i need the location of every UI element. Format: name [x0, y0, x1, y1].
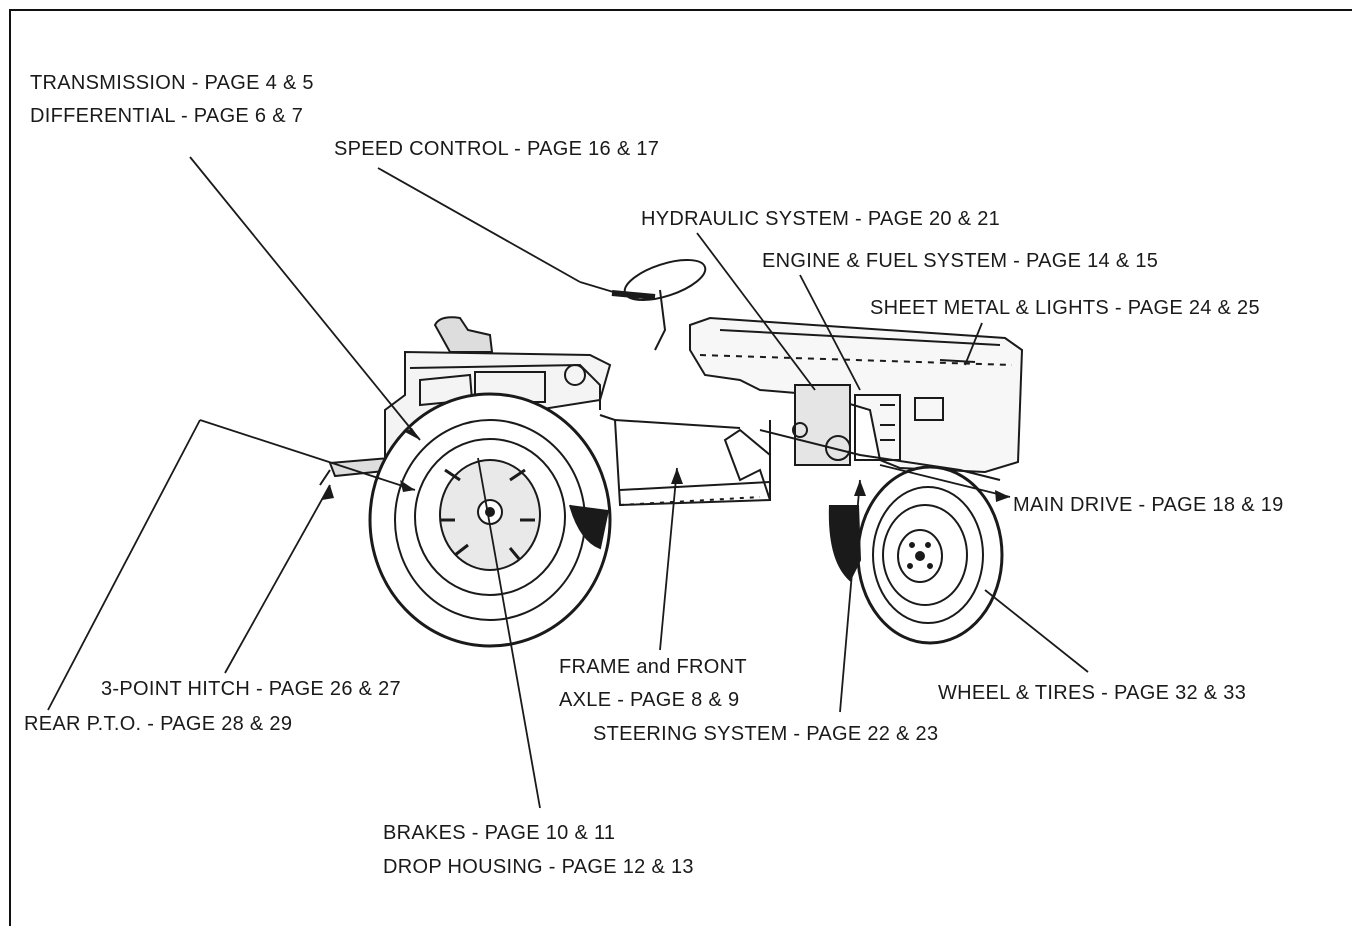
- label-steering-system: STEERING SYSTEM - PAGE 22 & 23: [593, 723, 939, 745]
- label-sheet-metal: SHEET METAL & LIGHTS - PAGE 24 & 25: [870, 297, 1260, 319]
- leader-brakes: [477, 457, 541, 809]
- label-differential: DIFFERENTIAL - PAGE 6 & 7: [30, 105, 304, 127]
- label-frame-front-1: FRAME and FRONT: [559, 656, 747, 678]
- front-wheel: [856, 465, 1004, 645]
- label-main-drive: MAIN DRIVE - PAGE 18 & 19: [1013, 494, 1284, 516]
- leader-engine: [799, 274, 861, 391]
- leader-lines: [47, 156, 1089, 809]
- engine-block: [794, 384, 851, 466]
- label-frame-front-2: AXLE - PAGE 8 & 9: [559, 689, 740, 711]
- label-speed-control: SPEED CONTROL - PAGE 16 & 17: [334, 138, 660, 160]
- steering-wheel: [623, 258, 707, 302]
- label-engine-fuel: ENGINE & FUEL SYSTEM - PAGE 14 & 15: [762, 250, 1159, 272]
- leader-steering: [839, 479, 861, 713]
- label-transmission: TRANSMISSION - PAGE 4 & 5: [30, 72, 314, 94]
- leader-frame: [659, 467, 678, 651]
- page-border: [9, 9, 1352, 926]
- leader-wheel-tires: [984, 589, 1089, 673]
- leader-rear-pto-b: [199, 419, 416, 491]
- label-three-point-hitch: 3-POINT HITCH - PAGE 26 & 27: [101, 678, 401, 700]
- label-brakes: BRAKES - PAGE 10 & 11: [383, 822, 616, 844]
- leader-main-drive: [879, 464, 1011, 498]
- leader-speed-control: [377, 167, 581, 283]
- main-frame: [599, 414, 771, 507]
- arrow-heads: [322, 428, 1010, 502]
- leader-transmission: [189, 156, 421, 441]
- leader-hydraulic: [696, 232, 816, 391]
- label-rear-pto: REAR P.T.O. - PAGE 28 & 29: [24, 713, 293, 735]
- seat: [433, 316, 494, 353]
- label-wheel-tires: WHEEL & TIRES - PAGE 32 & 33: [938, 682, 1247, 704]
- label-hydraulic-system: HYDRAULIC SYSTEM - PAGE 20 & 21: [641, 208, 1001, 230]
- rear-wheel: [368, 392, 612, 648]
- leader-sheet-metal: [964, 322, 983, 366]
- leader-rear-pto-a: [47, 419, 201, 711]
- label-drop-housing: DROP HOUSING - PAGE 12 & 13: [383, 856, 694, 878]
- leader-three-point: [224, 484, 331, 674]
